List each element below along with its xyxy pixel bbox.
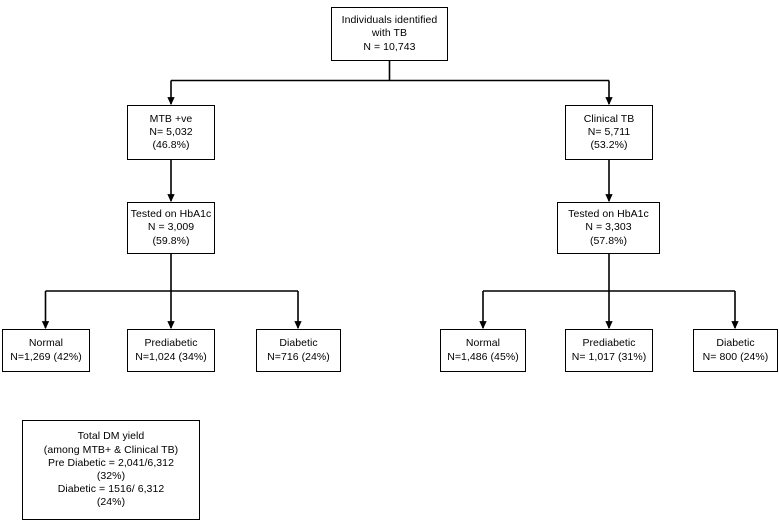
node-line: Clinical TB — [583, 112, 635, 125]
node-line: MTB +ve — [149, 112, 193, 125]
node-clinical-normal: Normal N=1,486 (45%) — [440, 329, 526, 372]
node-mtb-diabetic: Diabetic N=716 (24%) — [256, 329, 341, 372]
node-line: Total DM yield — [77, 430, 145, 443]
node-line: (53.2%) — [590, 139, 628, 152]
node-line: Pre Diabetic = 2,041/6,312 — [48, 456, 174, 469]
node-line: Diabetic = 1516/ 6,312 — [57, 483, 165, 496]
node-clinical-prediabetic: Prediabetic N= 1,017 (31%) — [565, 329, 653, 372]
node-mtb-normal: Normal N=1,269 (42%) — [2, 329, 90, 372]
node-line: with TB — [371, 27, 408, 40]
node-line: N=1,486 (45%) — [447, 350, 519, 363]
node-line: N = 3,009 — [147, 221, 195, 234]
node-line: (59.8%) — [152, 234, 190, 247]
node-line: N = 3,303 — [585, 221, 632, 234]
node-line: N = 10,743 — [363, 40, 416, 53]
node-line: N= 800 (24%) — [702, 350, 769, 363]
node-line: N= 5,032 — [149, 125, 193, 138]
node-line: N= 1,017 (31%) — [571, 350, 647, 363]
node-individuals-identified-with-tb: Individuals identified with TB N = 10,74… — [331, 7, 448, 61]
node-line: N=1,269 (42%) — [10, 350, 82, 363]
node-line: (32%) — [96, 470, 126, 482]
node-tested-on-hba1c-mtb: Tested on HbA1c N = 3,009 (59.8%) — [127, 202, 215, 254]
node-total-dm-yield: Total DM yield (among MTB+ & Clinical TB… — [22, 420, 200, 520]
node-line: Normal — [28, 337, 64, 350]
node-line: Diabetic — [279, 337, 318, 350]
node-line: (24%) — [96, 496, 126, 509]
node-line: (57.8%) — [589, 234, 628, 247]
node-mtb-prediabetic: Prediabetic N=1,024 (34%) — [127, 329, 215, 372]
node-line: N=716 (24%) — [267, 350, 330, 363]
node-line: (46.8%) — [152, 139, 190, 152]
node-line: N=1,024 (34%) — [135, 350, 207, 363]
node-tested-on-hba1c-clinical: Tested on HbA1c N = 3,303 (57.8%) — [557, 202, 660, 254]
node-clinical-diabetic: Diabetic N= 800 (24%) — [693, 329, 778, 372]
node-line: N= 5,711 — [587, 125, 631, 138]
node-mtb-positive: MTB +ve N= 5,032 (46.8%) — [127, 105, 215, 160]
node-line: Tested on HbA1c — [130, 208, 212, 221]
node-line: Diabetic — [716, 337, 755, 350]
node-line: Prediabetic — [144, 337, 198, 350]
node-line: Normal — [465, 337, 501, 350]
node-clinical-tb: Clinical TB N= 5,711 (53.2%) — [565, 105, 653, 160]
node-line: Prediabetic — [582, 337, 636, 350]
node-line: (among MTB+ & Clinical TB) — [43, 443, 179, 456]
node-line: Tested on HbA1c — [568, 208, 649, 221]
node-line: Individuals identified — [341, 14, 438, 27]
